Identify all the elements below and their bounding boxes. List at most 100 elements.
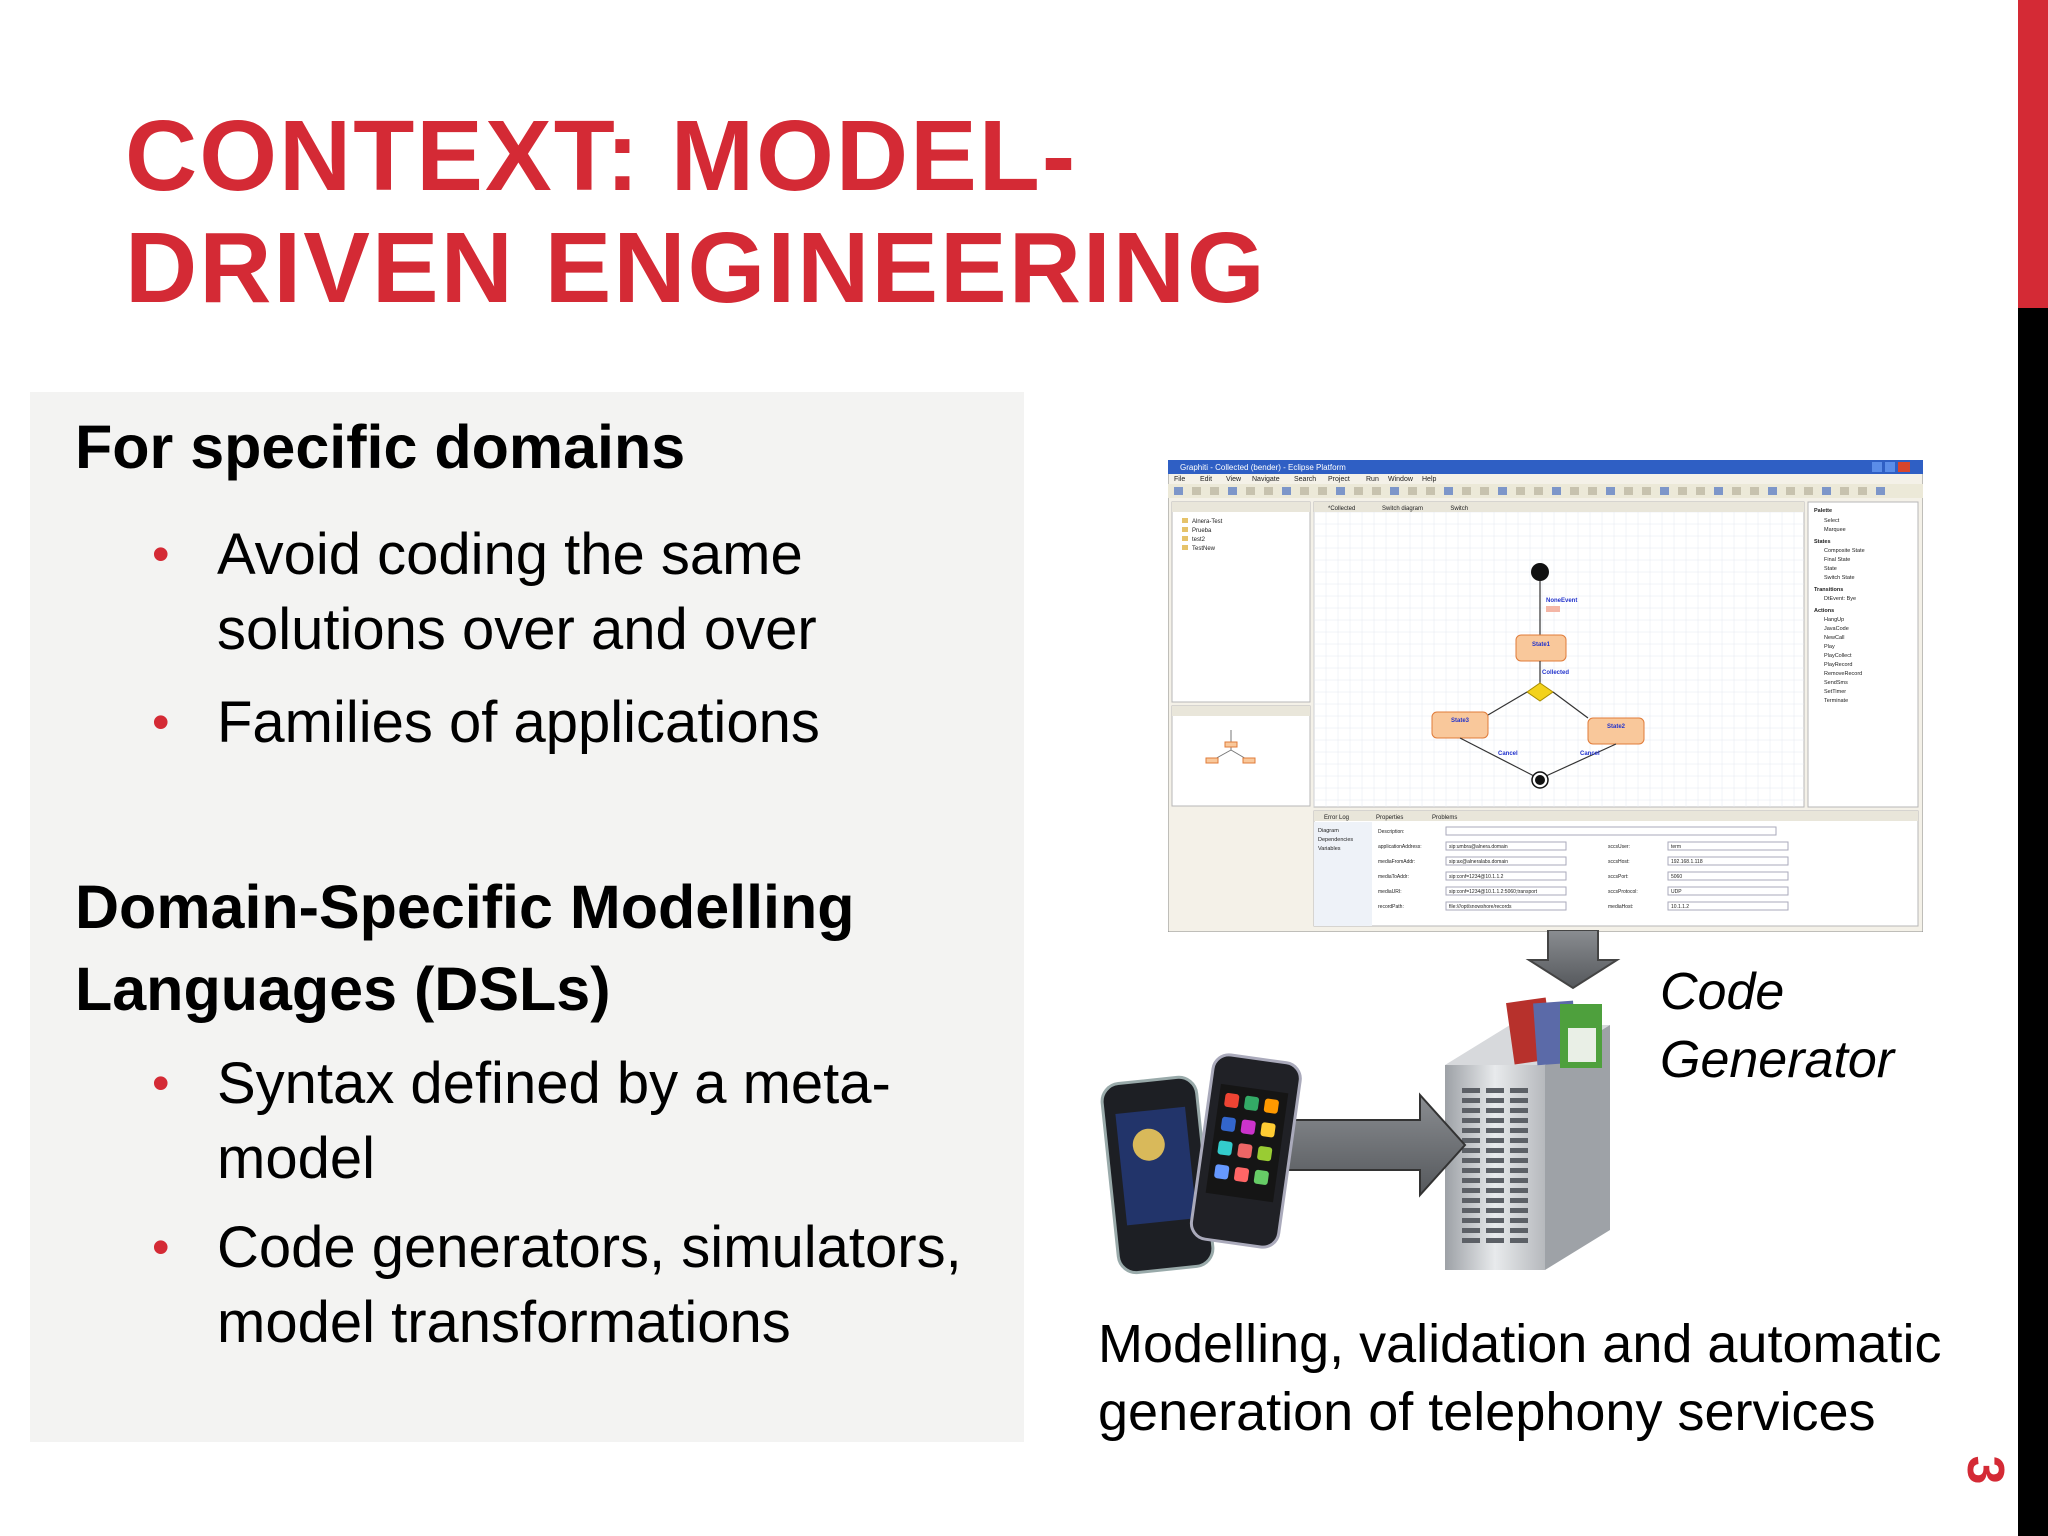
- toolbar-button-icon[interactable]: [1534, 487, 1543, 495]
- palette-item[interactable]: Final State: [1824, 557, 1850, 563]
- palette-item[interactable]: DtEvent: Bye: [1824, 596, 1856, 602]
- palette-item[interactable]: JavaCode: [1824, 626, 1849, 632]
- palette-item[interactable]: Terminate: [1824, 698, 1848, 704]
- toolbar-button-icon[interactable]: [1606, 487, 1615, 495]
- state-node[interactable]: [1587, 717, 1645, 745]
- toolbar-button-icon[interactable]: [1696, 487, 1705, 495]
- project-item[interactable]: Alnera-Test: [1192, 519, 1223, 525]
- toolbar-button-icon[interactable]: [1804, 487, 1813, 495]
- toolbar-button-icon[interactable]: [1444, 487, 1453, 495]
- toolbar-button-icon[interactable]: [1516, 487, 1525, 495]
- toolbar-button-icon[interactable]: [1750, 487, 1759, 495]
- palette-item[interactable]: NewCall: [1824, 635, 1844, 641]
- toolbar-button-icon[interactable]: [1228, 487, 1237, 495]
- toolbar-button-icon[interactable]: [1462, 487, 1471, 495]
- project-item[interactable]: Prueba: [1192, 528, 1212, 534]
- menu-item[interactable]: File: [1174, 476, 1185, 483]
- property-field[interactable]: [1445, 886, 1567, 896]
- maximize-icon[interactable]: [1885, 462, 1895, 472]
- toolbar-button-icon[interactable]: [1678, 487, 1687, 495]
- toolbar-button-icon[interactable]: [1588, 487, 1597, 495]
- property-field[interactable]: [1445, 871, 1567, 881]
- property-field[interactable]: [1445, 856, 1567, 866]
- close-icon[interactable]: [1898, 462, 1910, 472]
- menu-item[interactable]: Help: [1422, 476, 1437, 483]
- toolbar-button-icon[interactable]: [1336, 487, 1345, 495]
- toolbar-button-icon[interactable]: [1390, 487, 1399, 495]
- palette-item[interactable]: Play: [1824, 644, 1835, 650]
- toolbar-button-icon[interactable]: [1570, 487, 1579, 495]
- toolbar-button-icon[interactable]: [1876, 487, 1885, 495]
- palette-group[interactable]: Actions: [1814, 608, 1834, 614]
- toolbar-button-icon[interactable]: [1822, 487, 1831, 495]
- editor-tab[interactable]: Switch: [1450, 506, 1468, 512]
- palette-group[interactable]: Transitions: [1814, 587, 1843, 593]
- bottom-tab[interactable]: Properties: [1376, 815, 1403, 821]
- palette-item[interactable]: SetTimer: [1824, 689, 1846, 695]
- property-field[interactable]: [1445, 901, 1567, 911]
- palette-tool[interactable]: Select: [1824, 518, 1840, 524]
- palette-tool[interactable]: Marquee: [1824, 527, 1846, 533]
- toolbar-button-icon[interactable]: [1714, 487, 1723, 495]
- project-item[interactable]: TestNew: [1192, 546, 1216, 552]
- property-field[interactable]: [1445, 826, 1777, 836]
- state-node[interactable]: [1515, 634, 1567, 662]
- toolbar-button-icon[interactable]: [1480, 487, 1489, 495]
- choice-node[interactable]: [1526, 682, 1554, 702]
- bottom-tab[interactable]: Problems: [1432, 815, 1457, 821]
- toolbar-button-icon[interactable]: [1264, 487, 1273, 495]
- toolbar-button-icon[interactable]: [1552, 487, 1561, 495]
- property-field[interactable]: [1667, 856, 1789, 866]
- palette-item[interactable]: Composite State: [1824, 548, 1865, 554]
- menu-item[interactable]: Navigate: [1252, 476, 1280, 483]
- toolbar-button-icon[interactable]: [1426, 487, 1435, 495]
- toolbar-button-icon[interactable]: [1192, 487, 1201, 495]
- properties-section[interactable]: Dependencies: [1318, 837, 1353, 843]
- toolbar-button-icon[interactable]: [1624, 487, 1633, 495]
- menu-item[interactable]: Run: [1366, 476, 1379, 483]
- menu-item[interactable]: View: [1226, 476, 1242, 483]
- toolbar-button-icon[interactable]: [1498, 487, 1507, 495]
- properties-section[interactable]: Diagram: [1318, 828, 1339, 834]
- toolbar-button-icon[interactable]: [1840, 487, 1849, 495]
- menu-item[interactable]: Project: [1328, 476, 1350, 483]
- menu-item[interactable]: Search: [1294, 476, 1316, 483]
- toolbar-button-icon[interactable]: [1300, 487, 1309, 495]
- editor-tab[interactable]: *Collected: [1328, 506, 1355, 512]
- properties-section[interactable]: Variables: [1318, 846, 1341, 852]
- editor-tab[interactable]: Switch diagram: [1382, 506, 1423, 512]
- palette-item[interactable]: RemoveRecord: [1824, 671, 1862, 677]
- toolbar-button-icon[interactable]: [1354, 487, 1363, 495]
- toolbar-button-icon[interactable]: [1786, 487, 1795, 495]
- project-item[interactable]: test2: [1192, 537, 1206, 543]
- menu-item[interactable]: Window: [1388, 476, 1414, 483]
- toolbar-button-icon[interactable]: [1210, 487, 1219, 495]
- palette-item[interactable]: Switch State: [1824, 575, 1855, 581]
- property-field[interactable]: [1445, 841, 1567, 851]
- toolbar-button-icon[interactable]: [1642, 487, 1651, 495]
- property-field[interactable]: [1667, 886, 1789, 896]
- menu-item[interactable]: Edit: [1200, 476, 1212, 483]
- toolbar-button-icon[interactable]: [1372, 487, 1381, 495]
- palette-item[interactable]: SendSms: [1824, 680, 1848, 686]
- toolbar-button-icon[interactable]: [1768, 487, 1777, 495]
- toolbar-button-icon[interactable]: [1732, 487, 1741, 495]
- toolbar-button-icon[interactable]: [1408, 487, 1417, 495]
- property-field[interactable]: [1667, 871, 1789, 881]
- minimize-icon[interactable]: [1872, 462, 1882, 472]
- toolbar-button-icon[interactable]: [1660, 487, 1669, 495]
- palette-item[interactable]: PlayCollect: [1824, 653, 1852, 659]
- palette-item[interactable]: PlayRecord: [1824, 662, 1852, 668]
- state-node[interactable]: [1431, 711, 1489, 739]
- property-field[interactable]: [1667, 841, 1789, 851]
- toolbar-button-icon[interactable]: [1174, 487, 1183, 495]
- toolbar-button-icon[interactable]: [1318, 487, 1327, 495]
- toolbar-button-icon[interactable]: [1282, 487, 1291, 495]
- palette-item[interactable]: State: [1824, 566, 1837, 572]
- property-field[interactable]: [1667, 901, 1789, 911]
- toolbar-button-icon[interactable]: [1246, 487, 1255, 495]
- palette-group[interactable]: States: [1814, 539, 1831, 545]
- palette-item[interactable]: HangUp: [1824, 617, 1844, 623]
- toolbar-button-icon[interactable]: [1858, 487, 1867, 495]
- bottom-tab[interactable]: Error Log: [1324, 815, 1349, 821]
